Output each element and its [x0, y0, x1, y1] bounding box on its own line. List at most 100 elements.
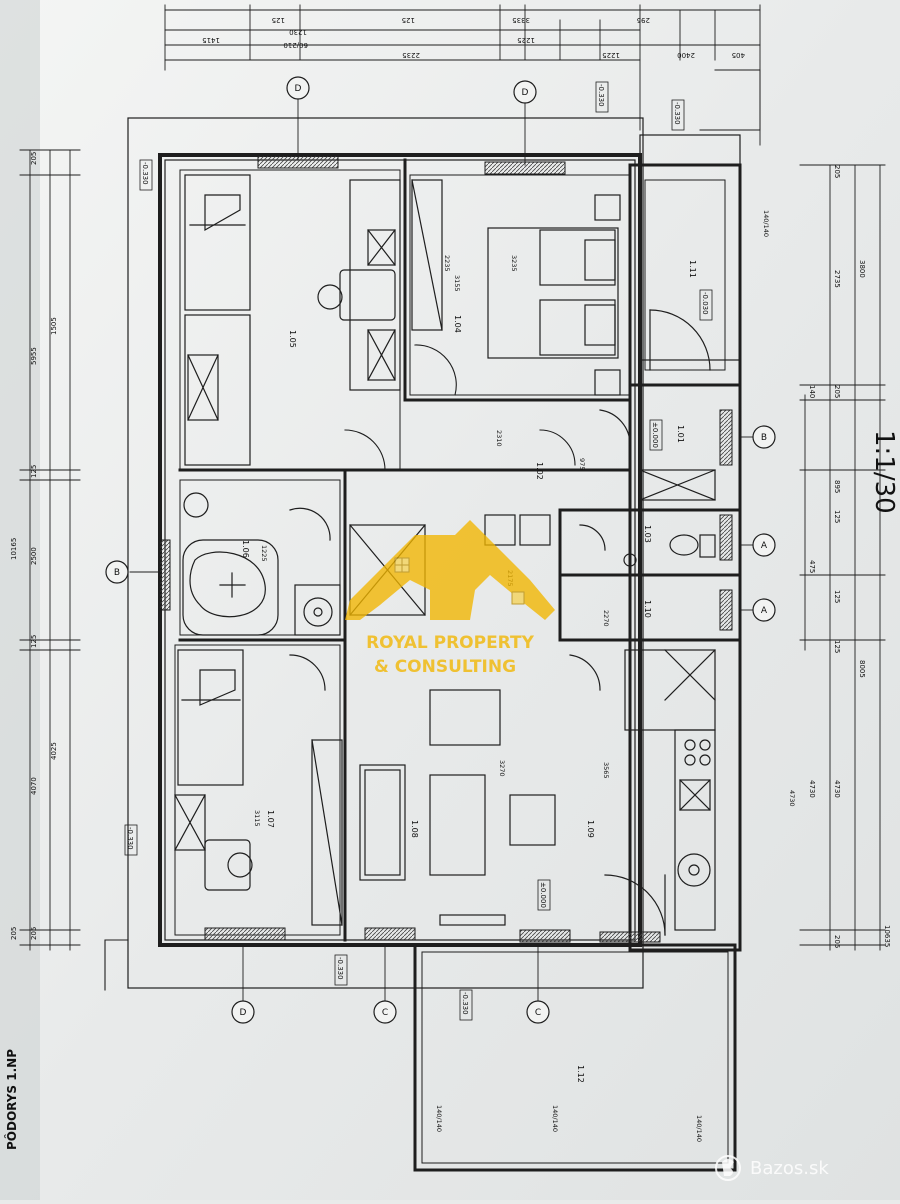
- dimension-value: 405: [732, 51, 745, 59]
- door-arcs: [344, 344, 576, 471]
- site-watermark: Bazos.sk: [715, 1155, 829, 1181]
- dimension-value: 205: [10, 927, 18, 940]
- entrance-elements: [599, 179, 726, 501]
- dimension-value: 975: [578, 458, 586, 470]
- dimension-value: 125: [833, 510, 841, 523]
- axis-label: D: [295, 84, 302, 94]
- dimension-value: 125: [833, 590, 841, 603]
- furniture-room-104: [411, 179, 621, 396]
- plan-title: PÔDORYS 1.NP: [4, 1049, 19, 1150]
- dimension-value: 60/210: [283, 41, 308, 49]
- dimension-value: 125: [30, 635, 38, 648]
- dimension-value: 3270: [498, 760, 506, 777]
- dimension-value: 2400: [677, 51, 695, 59]
- level-marks: -0.330 -0.330 -0.330 -0.330 ±0.000 ±0.00…: [124, 81, 713, 1021]
- plinth-outline: [127, 117, 644, 989]
- room-label-105: 1.05: [288, 330, 297, 348]
- site-label: Bazos.sk: [750, 1158, 829, 1179]
- living-kitchen-furniture: [359, 649, 716, 936]
- window-label: 140/140: [551, 1105, 559, 1132]
- left-dimension-text: 205 1505 5955 125 2500 125 4070 4025 205…: [10, 152, 58, 940]
- dimension-value: 8005: [858, 660, 866, 678]
- room-numbers: 1.05 1.04 1.01 1.11 1.02 1.03 1.06 1.10 …: [241, 260, 697, 1083]
- axis-label: A: [761, 541, 768, 551]
- window-label: 140/140: [762, 210, 770, 237]
- dimension-value: 2735: [833, 270, 841, 288]
- room-label-106: 1.06: [241, 540, 250, 558]
- room-label-111: 1.11: [688, 260, 697, 278]
- level-mark: -0.330: [461, 992, 469, 1015]
- furniture-room-107: [174, 649, 343, 926]
- dimension-value: 4730: [788, 790, 796, 807]
- axis-label: C: [382, 1008, 388, 1018]
- paper-shadow: [0, 0, 40, 1200]
- axis-label: B: [761, 433, 767, 443]
- dimension-value: 2310: [495, 430, 503, 447]
- dimension-value: 4025: [50, 742, 58, 760]
- dimension-value: 205: [833, 935, 841, 948]
- axis-label: A: [761, 606, 768, 616]
- dimension-value: 1225: [602, 51, 620, 59]
- dimension-value: 10165: [10, 538, 18, 560]
- watermark-logo: ROYAL PROPERTY & CONSULTING: [345, 520, 555, 677]
- dimension-value: 5955: [30, 347, 38, 365]
- top-dimension-lines: [164, 4, 761, 146]
- dimension-value: 895: [833, 480, 841, 493]
- axis-lines: [129, 99, 756, 1001]
- dimension-value: 2235: [402, 51, 420, 59]
- room-label-101: 1.01: [676, 425, 685, 443]
- room-label-104: 1.04: [453, 315, 462, 333]
- window-label: 140/140: [695, 1115, 703, 1142]
- room-label-107: 1.07: [266, 810, 275, 828]
- dimension-value: 205: [833, 165, 841, 178]
- axis-label: D: [240, 1008, 247, 1018]
- dimension-value: 3800: [858, 260, 866, 278]
- window-labels: 140/140 140/140 140/140 140/140: [435, 210, 770, 1142]
- dimension-value: 125: [272, 16, 285, 24]
- left-dimension-lines: [19, 149, 81, 951]
- bazos-logo-icon: [722, 1159, 734, 1176]
- level-mark: ±0.000: [651, 422, 659, 448]
- scale-note: 1:1/30: [869, 430, 899, 514]
- dimension-value: 3115: [253, 810, 261, 827]
- dimension-value: 10635: [883, 925, 891, 947]
- level-mark: -0.330: [126, 827, 134, 850]
- level-mark: -0.330: [597, 84, 605, 107]
- dimension-value: 125: [402, 16, 415, 24]
- right-dimension-lines: [799, 164, 886, 951]
- dimension-value: 205: [30, 152, 38, 165]
- dimension-value: 3235: [510, 255, 518, 272]
- dimension-value: 2270: [602, 610, 610, 627]
- dimension-value: 1415: [202, 36, 220, 44]
- dimension-value: 4070: [30, 777, 38, 795]
- room-label-109: 1.09: [586, 820, 595, 838]
- watermark-brand-line1: ROYAL PROPERTY: [366, 633, 535, 653]
- right-dimension-text: 205 2735 3800 205 140 895 125 125 475 12…: [808, 165, 891, 948]
- dimension-value: 3335: [512, 16, 530, 24]
- axis-label: D: [522, 88, 529, 98]
- window-label: 140/140: [435, 1105, 443, 1132]
- dimension-value: 1230: [289, 28, 307, 36]
- dimension-value: 125: [833, 640, 841, 653]
- axis-label: B: [114, 568, 120, 578]
- dimension-value: 4730: [808, 780, 816, 798]
- dimension-value: 1505: [50, 317, 58, 335]
- level-mark: ±0.000: [539, 882, 547, 908]
- dimension-value: 125: [30, 465, 38, 478]
- wc-fixtures: [579, 524, 716, 567]
- level-mark: -0.330: [141, 162, 149, 185]
- dimension-value: 295: [637, 16, 650, 24]
- level-mark: -0.330: [336, 957, 344, 980]
- dimension-value: 3155: [453, 275, 461, 292]
- level-mark: -0.330: [673, 102, 681, 125]
- dimension-value: 2500: [30, 547, 38, 565]
- top-dimension-text: 1415 125 2235 1225 2400 405 295 3335 123…: [202, 16, 745, 59]
- axis-circles: [105, 76, 776, 1024]
- watermark-brand-line2: & CONSULTING: [374, 657, 516, 677]
- interior-walls: [178, 158, 742, 942]
- bathroom-fixtures: [182, 492, 341, 636]
- dimension-value: 1225: [517, 36, 535, 44]
- windows: [159, 155, 733, 943]
- dimension-value: 1225: [260, 545, 268, 562]
